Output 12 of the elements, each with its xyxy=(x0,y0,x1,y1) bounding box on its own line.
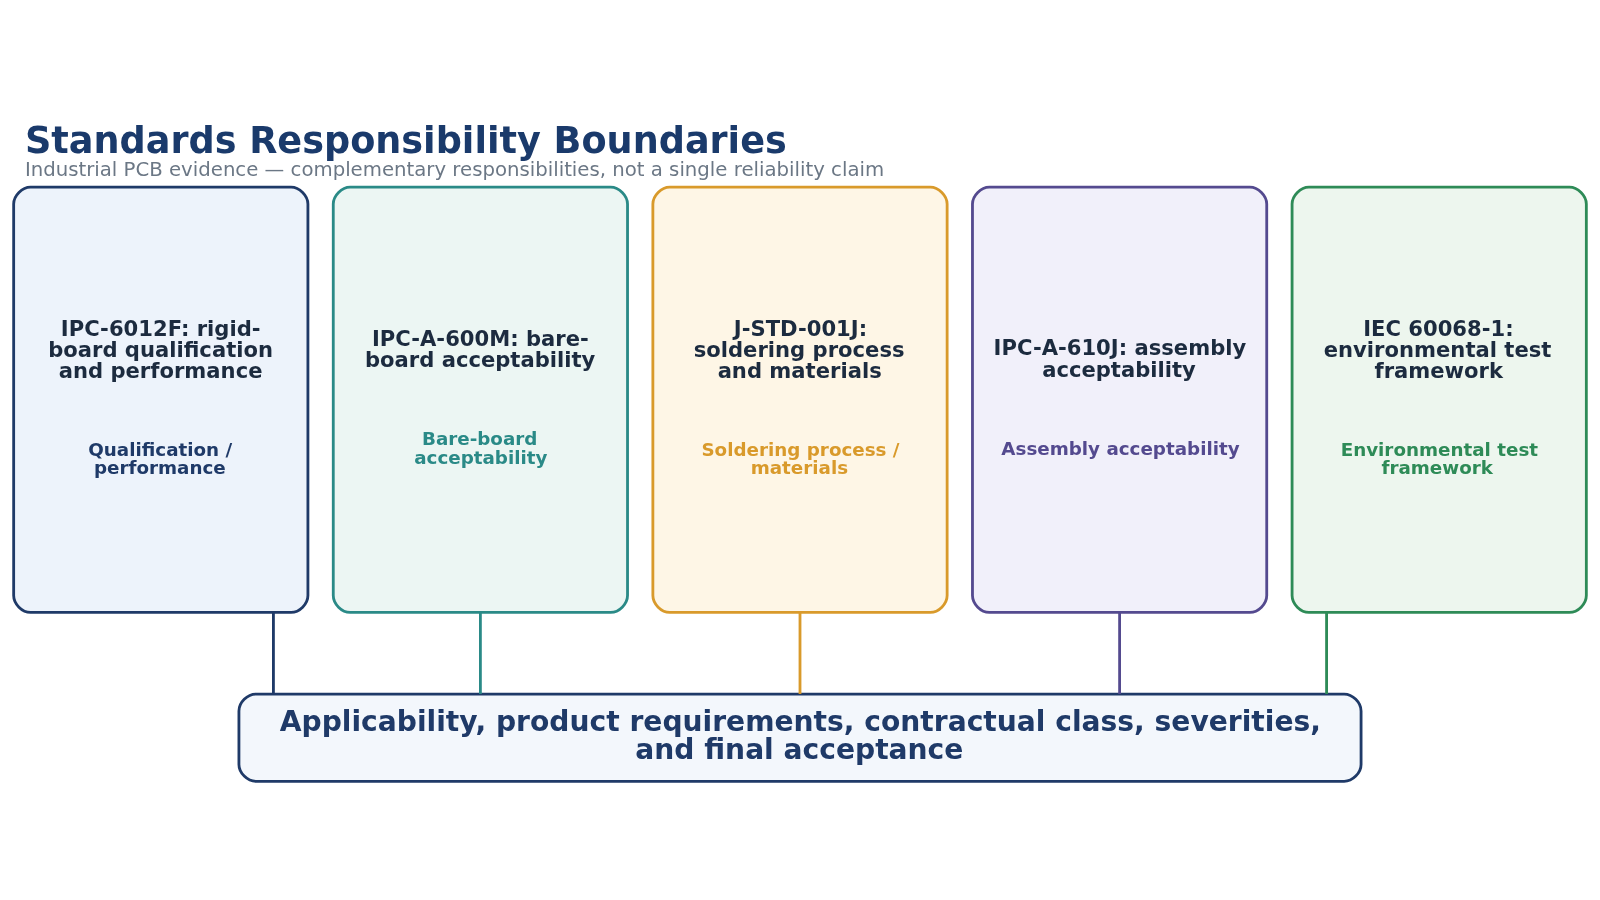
connector xyxy=(479,612,482,694)
node-box: IPC-A-600M: bare-board acceptability Bare-board acceptability xyxy=(331,185,629,614)
node-box: J-STD-001J: soldering process and materials Soldering process / materials xyxy=(651,185,949,614)
node-box: Applicability, product requirements, contractual class, severities, and final acceptance xyxy=(237,692,1363,783)
connector xyxy=(1325,612,1328,694)
node-box: IEC 60068-1: environmental test framework Environmental test framework xyxy=(1290,185,1588,614)
node-box: IPC-A-610J: assembly acceptability Assembly acceptability xyxy=(971,185,1269,614)
node-box: IPC-6012F: rigid-board qualification and performance Qualification / performance xyxy=(12,185,310,614)
connector xyxy=(272,612,275,694)
connector xyxy=(798,612,802,694)
diagram-title: Standards Responsibility Boundaries xyxy=(24,118,787,162)
connector xyxy=(1118,612,1121,694)
